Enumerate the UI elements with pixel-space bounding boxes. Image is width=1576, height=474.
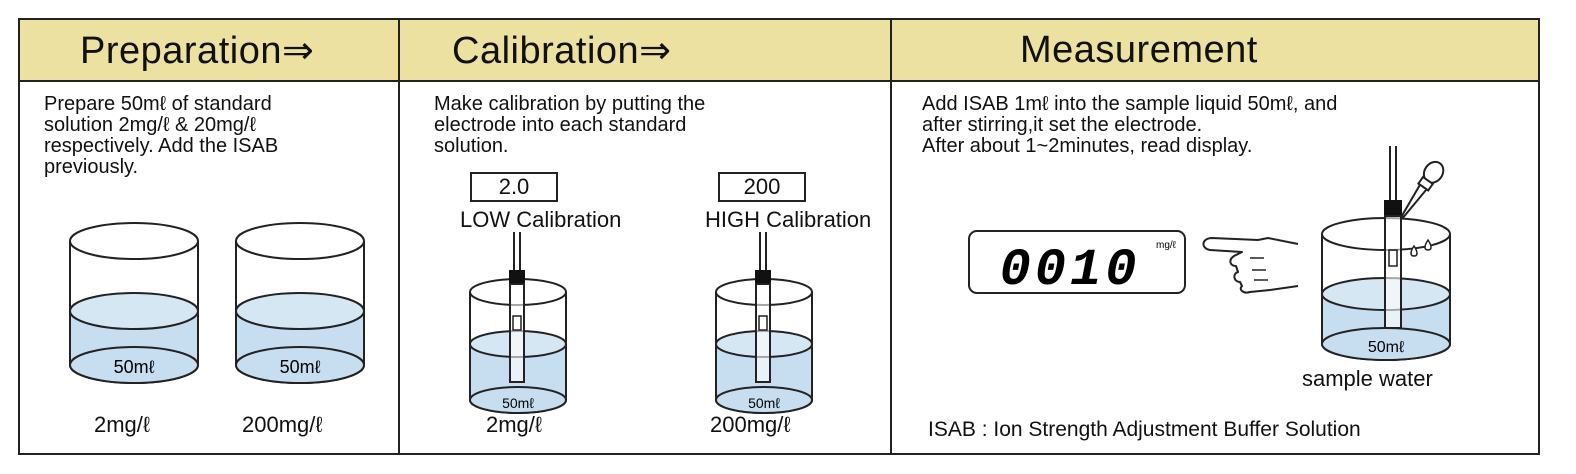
high-beaker-volume: 50mℓ	[748, 395, 780, 411]
beaker-2-concentration: 200mg/ℓ	[242, 412, 323, 437]
sample-beaker: 50mℓ	[1321, 146, 1451, 361]
meter-display: 0010 mg/ℓ	[968, 230, 1186, 300]
low-calibration-value-box: 2.0	[470, 172, 558, 202]
high-calibration-beaker: 50mℓ	[715, 232, 813, 414]
high-calibration-concentration: 200mg/ℓ	[710, 412, 791, 437]
beaker-1-concentration: 2mg/ℓ	[94, 412, 151, 437]
calibration-title: Calibration⇒	[452, 29, 672, 72]
calibration-panel: Calibration⇒ Make calibration by putting…	[398, 20, 890, 453]
low-beaker-volume: 50mℓ	[502, 395, 534, 411]
low-calibration-label: LOW Calibration	[460, 207, 622, 232]
pointing-hand-icon	[1202, 237, 1299, 294]
measurement-text: Add ISAB 1mℓ into the sample liquid 50mℓ…	[922, 93, 1338, 157]
sample-volume: 50mℓ	[1368, 339, 1404, 356]
preparation-title: Preparation⇒	[80, 29, 315, 72]
measurement-title: Measurement	[1020, 28, 1258, 71]
standard-beaker-2: 50mℓ	[235, 222, 365, 384]
beaker-2-volume: 50mℓ	[280, 357, 321, 377]
preparation-panel: Preparation⇒ Prepare 50mℓ of standard so…	[20, 20, 398, 453]
measurement-panel: Measurement Add ISAB 1mℓ into the sample…	[890, 20, 1538, 453]
beaker-1-volume: 50mℓ	[114, 357, 155, 377]
low-calibration-concentration: 2mg/ℓ	[486, 412, 543, 437]
preparation-text: Prepare 50mℓ of standard solution 2mg/ℓ …	[44, 93, 279, 178]
process-diagram: Preparation⇒ Prepare 50mℓ of standard so…	[18, 18, 1540, 455]
preparation-header: Preparation⇒	[20, 20, 398, 82]
sample-water-label: sample water	[1302, 366, 1433, 391]
display-reading: 0010	[1000, 241, 1141, 300]
measurement-header: Measurement	[892, 20, 1538, 82]
isab-note: ISAB : Ion Strength Adjustment Buffer So…	[928, 418, 1361, 441]
calibration-text: Make calibration by putting the electrod…	[434, 93, 706, 157]
low-calibration-beaker: 50mℓ	[469, 232, 567, 414]
high-calibration-label: HIGH Calibration	[705, 207, 872, 232]
high-calibration-value-box: 200	[718, 172, 806, 202]
display-unit: mg/ℓ	[1156, 240, 1177, 251]
calibration-header: Calibration⇒	[400, 20, 890, 82]
standard-beaker-1: 50mℓ	[69, 222, 199, 384]
